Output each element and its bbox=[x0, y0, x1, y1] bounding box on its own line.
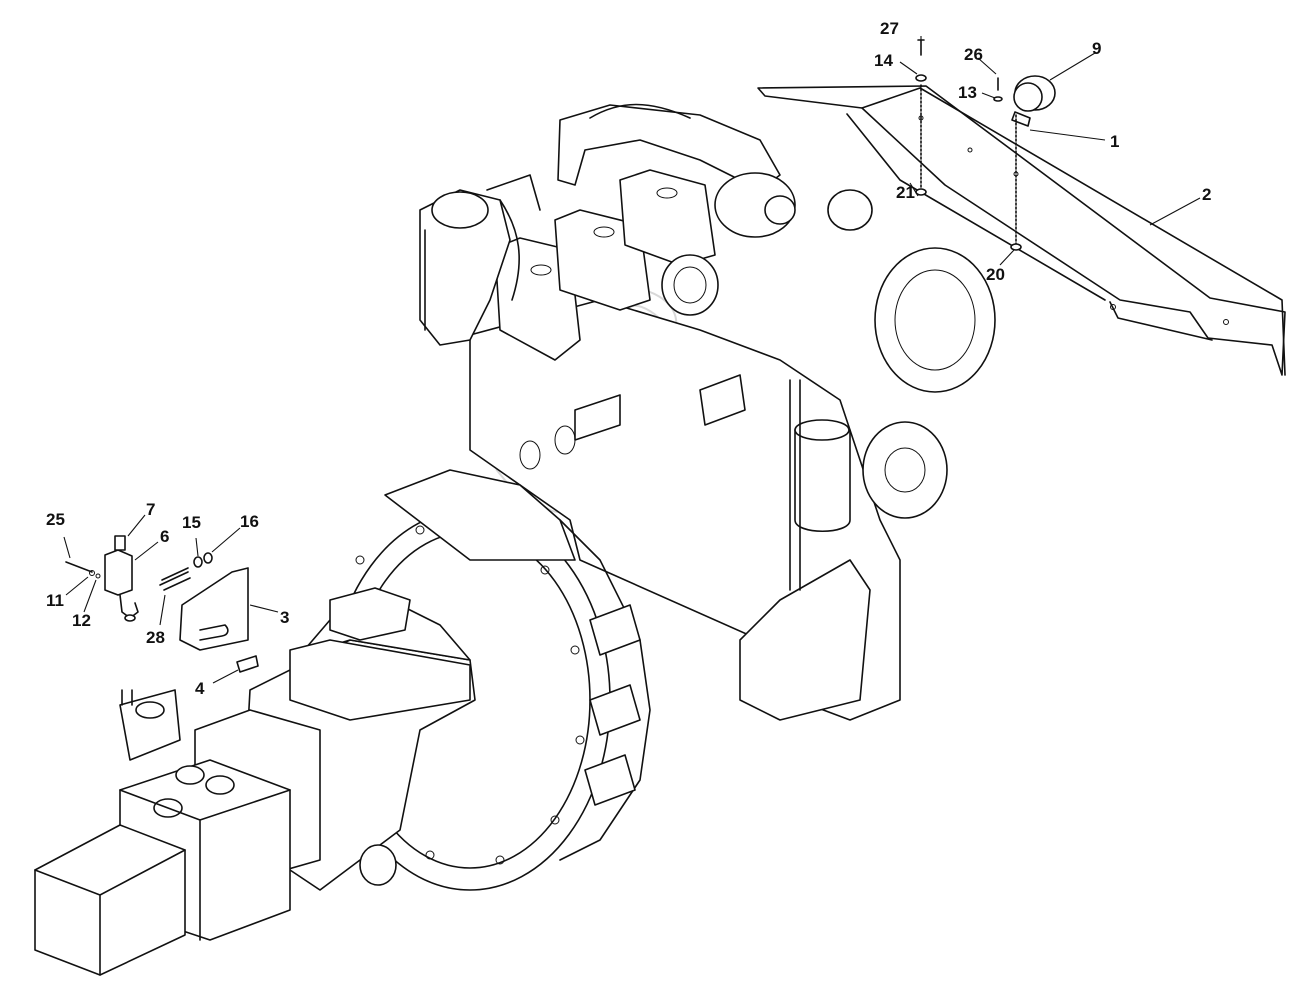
callout-16: 16 bbox=[240, 512, 259, 531]
heat-shield-bracket bbox=[757, 85, 1286, 376]
callout-7: 7 bbox=[146, 500, 155, 519]
callouts: 27 14 26 9 13 1 2 21 20 25 7 6 15 16 11 … bbox=[46, 19, 1211, 698]
callout-26: 26 bbox=[964, 45, 983, 64]
callout-11: 11 bbox=[46, 591, 64, 610]
callout-20: 20 bbox=[986, 265, 1005, 284]
engine-assembly bbox=[419, 103, 996, 721]
callout-13: 13 bbox=[958, 83, 977, 102]
callout-6: 6 bbox=[160, 527, 169, 546]
callout-2: 2 bbox=[1202, 185, 1211, 204]
callout-4: 4 bbox=[195, 679, 205, 698]
hydraulic-pump bbox=[34, 587, 476, 976]
callout-12: 12 bbox=[72, 611, 91, 630]
callout-14: 14 bbox=[874, 51, 893, 70]
callout-1: 1 bbox=[1110, 132, 1119, 151]
small-bracket bbox=[179, 567, 259, 673]
callout-9: 9 bbox=[1092, 39, 1101, 58]
sensor-gauge bbox=[1011, 75, 1056, 127]
pressure-switch-assembly bbox=[65, 535, 213, 622]
callout-15: 15 bbox=[182, 513, 201, 532]
callout-27: 27 bbox=[880, 19, 899, 38]
callout-25: 25 bbox=[46, 510, 65, 529]
callout-28: 28 bbox=[146, 628, 165, 647]
callout-3: 3 bbox=[280, 608, 289, 627]
leader-lines bbox=[63, 36, 1201, 684]
callout-21: 21 bbox=[896, 183, 915, 202]
